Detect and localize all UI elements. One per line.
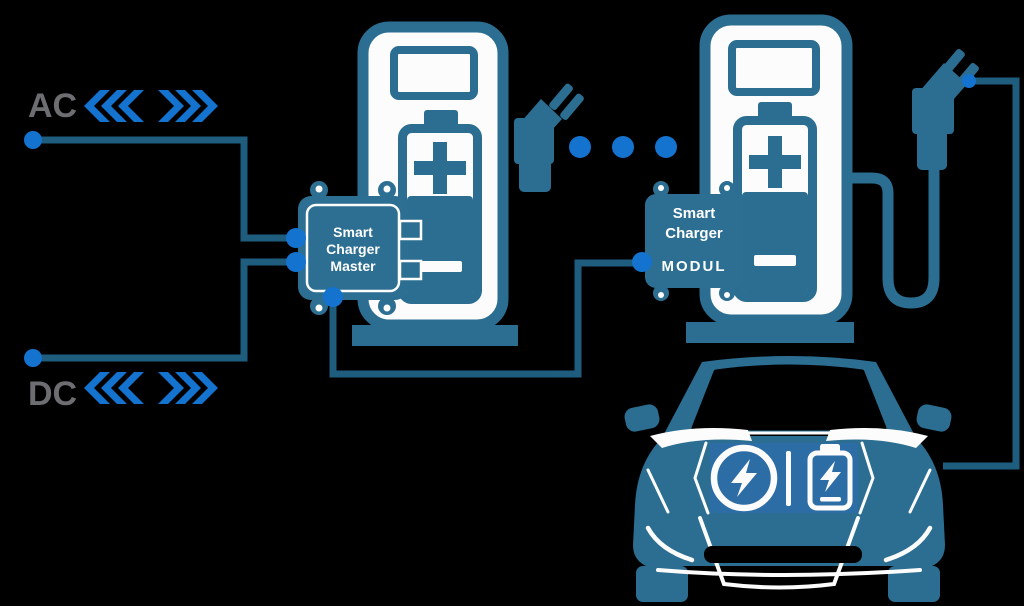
module-label-line2: Charger	[665, 225, 723, 242]
charging-station-2	[686, 14, 854, 343]
lightning-bolt-icon	[731, 459, 757, 497]
plug-neck	[917, 122, 947, 170]
battery-terminal	[758, 102, 792, 119]
ac-label: AC	[28, 87, 77, 125]
ev-plug-icon-1	[514, 83, 584, 192]
car-mirror-right	[916, 404, 952, 432]
ac-chevrons	[84, 90, 218, 122]
mounting-ears	[653, 181, 735, 301]
car-wheel-right	[888, 566, 940, 602]
car-crease	[646, 468, 670, 514]
master-label-line3: Master	[330, 258, 376, 274]
ev-car-icon	[624, 356, 952, 602]
car-foglight-left	[645, 525, 695, 563]
battery-fill-level	[742, 192, 808, 293]
minus-icon	[420, 261, 462, 272]
hood-crease-left	[693, 441, 710, 515]
master-input-dot-2	[286, 252, 306, 272]
mounting-hole	[724, 185, 730, 191]
plug-body	[514, 118, 554, 164]
mounting-hole	[724, 292, 730, 298]
charging-station-1	[352, 21, 518, 346]
master-output-dot	[323, 287, 343, 307]
chevrons-right-icon	[158, 90, 218, 122]
module-input-dot	[632, 252, 652, 272]
connection-nodes	[24, 74, 976, 367]
ellipsis-dot	[655, 136, 677, 158]
car-foglight-right	[883, 525, 933, 563]
master-box-inner-border	[305, 203, 401, 293]
ac-node-dot	[24, 131, 42, 149]
ellipsis-dot	[612, 136, 634, 158]
charge-circle-bolt-icon	[710, 444, 778, 512]
master-box-body	[298, 196, 408, 300]
charging-cable	[842, 160, 940, 309]
dc-to-master-line	[33, 258, 292, 362]
mounting-hole	[658, 292, 664, 298]
station-screen	[728, 40, 820, 96]
mounting-hole	[315, 185, 323, 193]
ac-to-master-line	[33, 136, 292, 242]
plug-prong	[560, 93, 584, 120]
plug-to-car-line	[943, 77, 1020, 470]
battery-icon	[398, 110, 482, 304]
battery-minus	[820, 497, 841, 502]
side-clip	[398, 219, 423, 241]
car-crease	[908, 468, 932, 514]
smart-charger-module-box: Smart Charger MODUL	[645, 181, 743, 301]
mounting-hole	[315, 304, 323, 312]
car-mirror-left	[624, 404, 660, 432]
master-label-line2: Charger	[326, 241, 380, 257]
station-screen	[390, 46, 478, 100]
connection-lines	[33, 77, 1020, 470]
mounting-hole	[383, 304, 391, 312]
lightning-bolt-icon	[820, 461, 841, 492]
car-grille-outline	[698, 516, 860, 590]
mounting-hole	[658, 185, 664, 191]
minus-icon	[754, 255, 796, 266]
ev-plug-icon-2	[912, 49, 979, 170]
module-box-body	[645, 194, 743, 288]
chevrons-right-icon	[158, 372, 218, 404]
ellipsis-dots	[569, 136, 677, 158]
plus-icon	[433, 142, 447, 194]
car-intake-slot	[704, 546, 862, 563]
dc-chevrons	[84, 372, 218, 404]
hood-crease-right	[858, 441, 875, 515]
plus-icon	[768, 136, 782, 188]
panel-divider	[786, 451, 791, 506]
module-label-line3: MODUL	[662, 258, 727, 275]
battery-icon	[733, 102, 817, 302]
dc-label: DC	[28, 375, 77, 413]
plug-prong	[549, 83, 573, 110]
circle-outline	[710, 444, 778, 512]
module-label-line1: Smart	[673, 205, 716, 222]
master-label-line1: Smart	[333, 224, 373, 240]
mounting-hole	[383, 185, 391, 193]
battery-bolt-icon	[807, 444, 853, 511]
battery-outline	[807, 450, 853, 511]
station-base	[686, 322, 854, 343]
plug-node-dot	[962, 74, 976, 88]
smart-charger-master-box: Smart Charger Master	[298, 181, 423, 315]
plug-base	[519, 156, 551, 192]
car-bumper-line	[656, 568, 922, 577]
master-input-dot-1	[286, 228, 306, 248]
car-windshield	[691, 364, 887, 431]
master-to-module-line	[329, 259, 638, 378]
car-headlight-left	[650, 428, 752, 448]
chevrons-left-icon	[84, 90, 144, 122]
mounting-ears	[310, 181, 396, 315]
side-clip	[398, 259, 423, 281]
car-wheel-left	[636, 566, 688, 602]
battery-terminal	[424, 110, 458, 128]
dc-node-dot	[24, 349, 42, 367]
ellipsis-dot	[569, 136, 591, 158]
chevrons-left-icon	[84, 372, 144, 404]
car-headlight-right	[826, 428, 928, 448]
